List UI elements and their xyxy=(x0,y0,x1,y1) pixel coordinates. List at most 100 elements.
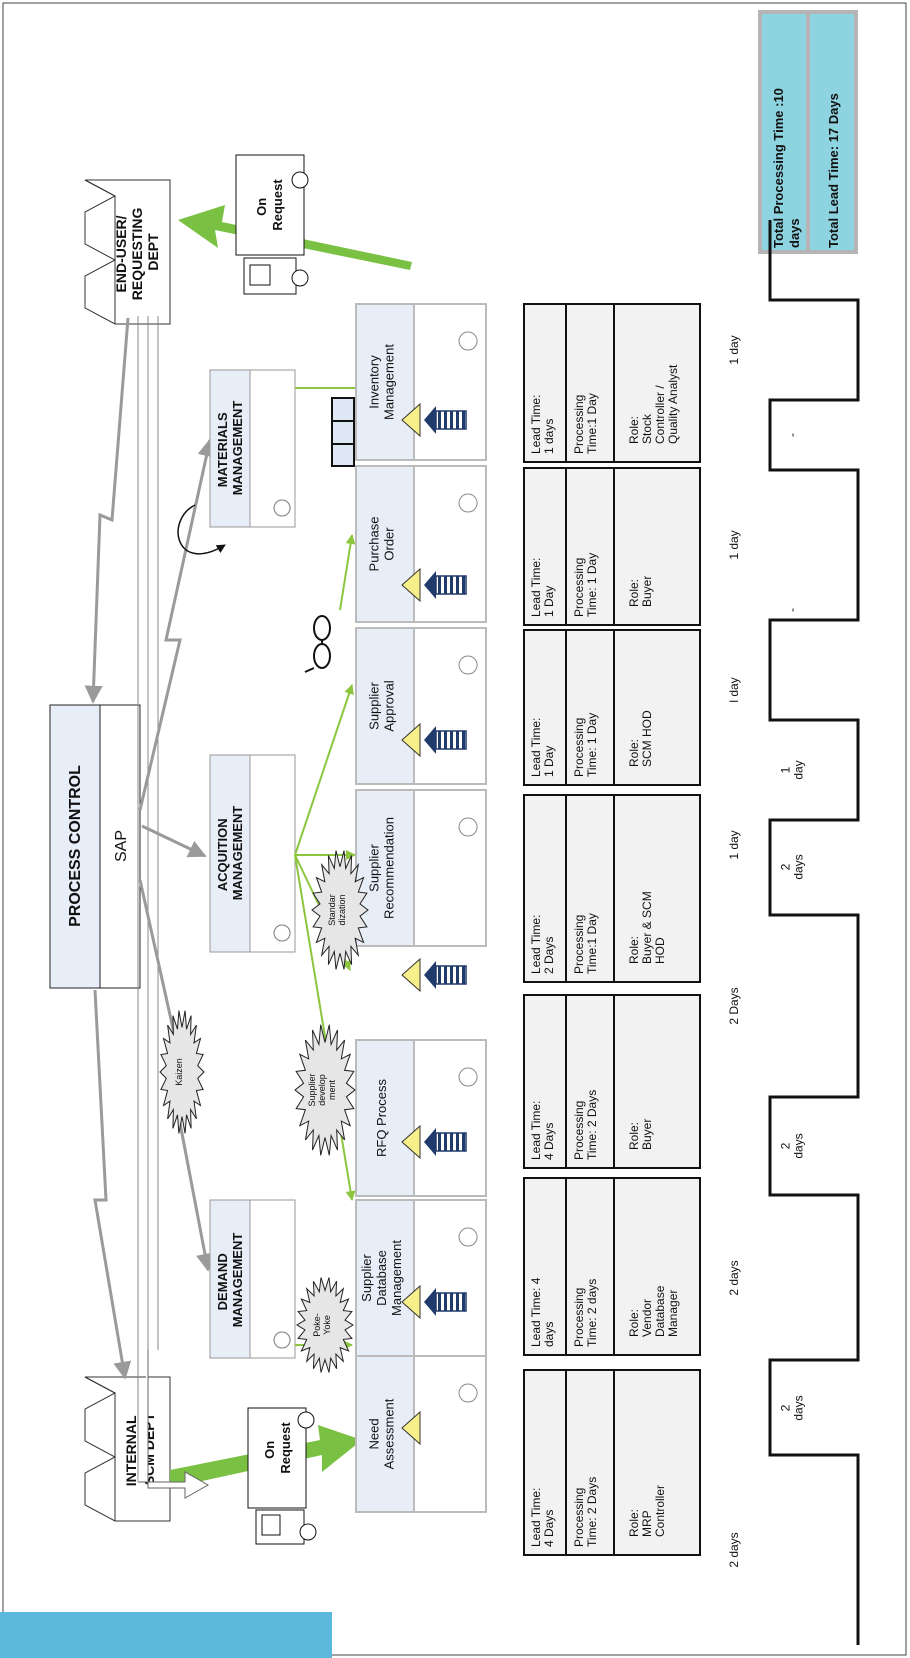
role: Role:VendorDatabaseManager xyxy=(627,1285,680,1337)
processing-time: ProcessingTime:1 Day xyxy=(572,913,599,974)
operator-icon xyxy=(458,817,478,837)
data-box: Lead Time:1 Day ProcessingTime: 1 Day Role… xyxy=(523,467,701,626)
timeline-wait-time: - xyxy=(785,608,799,612)
push-arrow xyxy=(424,961,467,989)
data-box: Lead Time:1 days ProcessingTime:1 Day Role… xyxy=(523,303,701,463)
acquisition-management-box: ACQUITION MANAGEMENT xyxy=(209,754,296,953)
kaizen-burst-label: Standardization xyxy=(327,894,347,926)
timeline-processing-time: 1 day xyxy=(727,335,741,364)
push-arrow xyxy=(424,726,467,754)
truck-top: On Request xyxy=(235,154,309,295)
process-name: PurchaseOrder xyxy=(367,517,397,572)
lead-time: Lead Time:4 Days xyxy=(529,1488,556,1547)
inventory-triangle xyxy=(401,1124,421,1160)
kaizen-burst-poke-yoke: Poke-Yoke xyxy=(296,1277,354,1373)
processing-time: ProcessingTime:1 Day xyxy=(572,393,599,454)
kaizen-burst-label: Supplierdevelopment xyxy=(307,1073,337,1106)
inventory-triangle xyxy=(401,567,421,603)
truck-bottom-label: On Request xyxy=(262,1422,293,1474)
kaizen-burst-label: Poke-Yoke xyxy=(312,1313,332,1337)
supermarket-icon xyxy=(331,397,355,467)
inventory-triangle xyxy=(401,957,421,993)
totals-panel: Total Processing Time :10 days Total Lea… xyxy=(758,10,858,254)
timeline-processing-time: 2 days xyxy=(727,1260,741,1295)
role: Role:Buyer xyxy=(627,576,654,607)
inventory-triangle xyxy=(401,1410,421,1446)
operator-icon xyxy=(458,1383,478,1403)
operator-icon xyxy=(458,1067,478,1087)
processing-time: ProcessingTime: 1 Day xyxy=(572,553,599,617)
kaizen-burst-supplier-development: Supplierdevelopment xyxy=(294,1024,356,1156)
information-flow-lines xyxy=(137,316,159,1482)
kaizen-burst-standardization: Standardization xyxy=(311,850,369,970)
data-box: Lead Time:4 Days ProcessingTime: 2 Days Ro… xyxy=(523,1369,701,1556)
role: Role:StockController /Quality Analyst xyxy=(627,364,680,444)
kaizen-burst-label: Kaizen xyxy=(174,1058,184,1086)
timeline-wait-time: 2days xyxy=(779,854,806,879)
process-control-title: PROCESS CONTROL xyxy=(67,765,84,927)
kaizen-burst-kaizen: Kaizen xyxy=(159,1010,205,1134)
timeline-ladder xyxy=(768,220,860,1645)
lead-time: Lead Time:1 Day xyxy=(529,558,556,617)
process-box: PurchaseOrder xyxy=(355,465,487,623)
lead-time: Lead Time:1 Day xyxy=(529,718,556,777)
process-name: NeedAssessment xyxy=(367,1398,397,1469)
role: Role:Buyer & SCMHOD xyxy=(627,891,667,964)
process-box: SupplierRecommendation xyxy=(355,789,487,947)
process-name: RFQ Process xyxy=(374,1078,389,1157)
operator-icon xyxy=(458,493,478,513)
process-name: InventoryManagement xyxy=(367,344,397,420)
timeline-processing-time: 1 day xyxy=(727,530,741,559)
inventory-triangle xyxy=(401,1284,421,1320)
timeline-processing-time: 2 Days xyxy=(727,987,741,1024)
push-arrow xyxy=(424,406,467,434)
demand-management-box: DEMAND MANAGEMENT xyxy=(209,1199,296,1359)
role: Role:SCM HOD xyxy=(627,710,654,767)
truck-top-label: On Request xyxy=(254,179,285,231)
push-arrow xyxy=(424,571,467,599)
process-name: SupplierDatabaseManagement xyxy=(359,1240,404,1316)
timeline-processing-time: l day xyxy=(727,677,741,702)
inventory-triangle xyxy=(401,722,421,758)
data-box: Lead Time:2 Days ProcessingTime:1 Day Role… xyxy=(523,794,701,983)
process-box: SupplierDatabaseManagement xyxy=(355,1199,487,1357)
lead-time: Lead Time:2 Days xyxy=(529,915,556,974)
total-processing-time: Total Processing Time :10 days xyxy=(771,84,802,248)
push-arrow-demand xyxy=(138,1350,210,1499)
operator-icon xyxy=(458,1227,478,1247)
process-control-box: PROCESS CONTROL SAP xyxy=(49,704,141,989)
inventory-triangle xyxy=(401,402,421,438)
timeline-processing-time: 1 day xyxy=(727,830,741,859)
operator-icon xyxy=(458,331,478,351)
lead-time: Lead Time:1 days xyxy=(529,395,556,454)
materials-management-box: MATERIALS MANAGEMENT xyxy=(209,369,296,528)
process-box: NeedAssessment xyxy=(355,1355,487,1513)
processing-time: ProcessingTime: 2 days xyxy=(572,1279,599,1347)
process-name: SupplierApproval xyxy=(367,680,397,731)
operator-icon xyxy=(458,655,478,675)
glasses-icon xyxy=(304,615,331,673)
processing-time: ProcessingTime: 2 Days xyxy=(572,1477,599,1547)
timeline-wait-time: 2days xyxy=(779,1395,806,1420)
end-user-factory: END-USER/ REQUESTING DEPT xyxy=(84,179,171,325)
processing-time: ProcessingTime: 1 Day xyxy=(572,713,599,777)
process-box: SupplierApproval xyxy=(355,627,487,785)
role: Role:MRPController xyxy=(627,1485,667,1537)
process-box: InventoryManagement xyxy=(355,303,487,461)
lead-time: Lead Time: 4days xyxy=(529,1277,556,1347)
push-arrow xyxy=(424,1288,467,1316)
sap-label: SAP xyxy=(113,830,130,862)
timeline-wait-time: 1day xyxy=(779,760,806,779)
push-arrow xyxy=(424,1128,467,1156)
timeline-processing-time: 2 days xyxy=(727,1532,741,1567)
data-box: Lead Time:1 Day ProcessingTime: 1 Day Role… xyxy=(523,629,701,786)
process-name: SupplierRecommendation xyxy=(367,817,397,919)
total-lead-time: Total Lead Time: 17 Days xyxy=(826,93,841,248)
internal-scm-factory: INTERNAL SCM DEPT xyxy=(84,1376,171,1522)
lead-time: Lead Time:4 Days xyxy=(529,1101,556,1160)
bottom-accent-bar xyxy=(0,1612,332,1658)
timeline-wait-time: - xyxy=(785,433,799,437)
process-box: RFQ Process xyxy=(355,1039,487,1197)
